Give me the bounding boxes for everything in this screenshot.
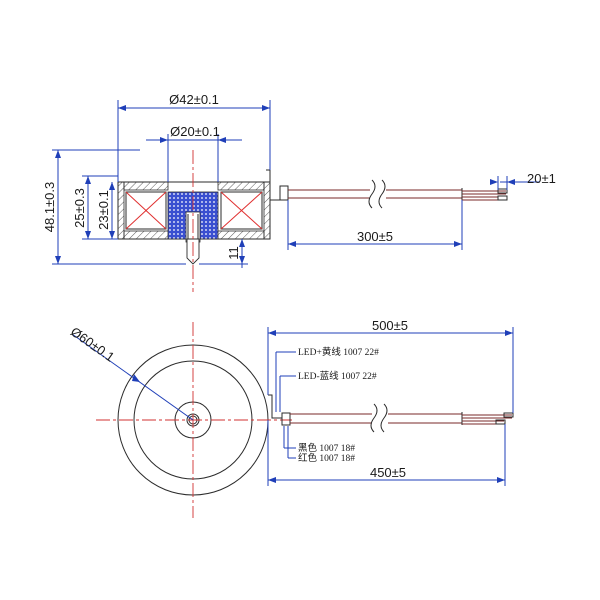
- label-black: 黑色 1007 18#: [298, 442, 355, 454]
- dim-h48: 48.1±0.3: [42, 149, 186, 265]
- right-coil: [220, 191, 263, 230]
- dim-d42-label: Ø42±0.1: [169, 92, 219, 107]
- dim-w20: 20±1: [490, 171, 556, 190]
- dim-h25-label: 25±0.3: [72, 188, 87, 228]
- lead-exit: [266, 169, 280, 201]
- right-wall-hatch: [263, 181, 271, 240]
- dim-d60: Ø60±0.1: [68, 324, 194, 421]
- label-led-yellow: LED+黄线 1007 22#: [298, 346, 379, 358]
- dim-500: 500±5: [267, 318, 514, 413]
- top-view: Ø60±0.1 LED+黄线 1007 22# LED-蓝线 1007 22# …: [68, 318, 514, 518]
- top-plate-left-hatch: [123, 181, 169, 191]
- dim-300: 300±5: [287, 200, 463, 250]
- dim-h11: 11: [199, 239, 248, 268]
- left-coil: [125, 191, 167, 230]
- side-section-view: Ø42±0.1 Ø20±0.1 48.1±0.3 25±0.3: [42, 92, 556, 292]
- left-wall-hatch: [117, 181, 125, 240]
- dim-450-label: 450±5: [370, 465, 406, 480]
- dim-d20: Ø20±0.1: [146, 124, 242, 182]
- dim-300-label: 300±5: [357, 229, 393, 244]
- dim-d20-label: Ø20±0.1: [170, 124, 220, 139]
- dim-h48-label: 48.1±0.3: [42, 182, 57, 233]
- dim-h23-label: 23±0.1: [96, 190, 111, 230]
- label-led-blue: LED-蓝线 1007 22#: [298, 370, 377, 382]
- dim-w20-label: 20±1: [527, 171, 556, 186]
- dim-500-label: 500±5: [372, 318, 408, 333]
- label-red: 红色 1007 18#: [298, 452, 355, 464]
- dim-h11-label: 11: [226, 246, 241, 260]
- dim-h23: 23±0.1: [96, 182, 115, 239]
- dim-d60-label: Ø60±0.1: [68, 324, 117, 365]
- dim-450: 450±5: [267, 420, 506, 486]
- top-plate-right-hatch: [217, 181, 265, 191]
- dim-d42: Ø42±0.1: [117, 92, 271, 182]
